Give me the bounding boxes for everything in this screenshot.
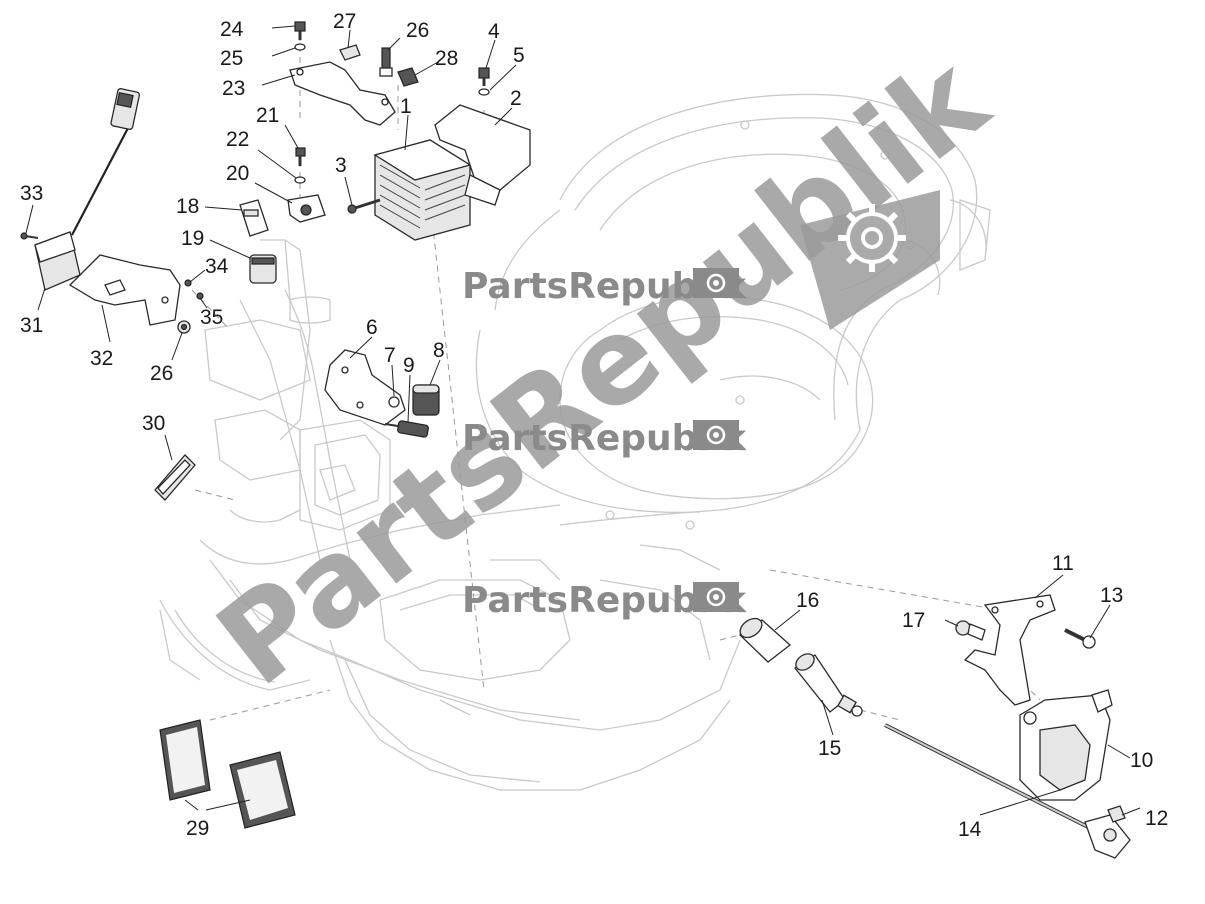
watermark-banner-3: PartsRepublik (462, 580, 747, 621)
callout-24: 24 (220, 18, 244, 41)
part-regulator-bracket[interactable] (434, 104, 531, 206)
callout-33: 33 (20, 182, 43, 205)
part-bolt-24[interactable] (294, 21, 306, 40)
callout-26-top: 26 (406, 19, 429, 42)
callout-20: 20 (226, 162, 249, 185)
part-bolt-9[interactable] (384, 420, 429, 438)
callout-26-bottom: 26 (150, 362, 173, 385)
part-nut-12[interactable] (1107, 805, 1126, 823)
callout-23: 23 (222, 77, 245, 100)
part-washer-5[interactable] (478, 88, 490, 96)
callout-28: 28 (435, 47, 458, 70)
callout-11: 11 (1052, 552, 1074, 575)
watermark-gear-badge (800, 190, 940, 330)
callout-32: 32 (90, 347, 113, 370)
part-sleeve-16[interactable] (737, 615, 792, 663)
callout-7: 7 (384, 344, 396, 367)
part-pad-29-right[interactable] (229, 751, 296, 829)
part-screw-3[interactable] (347, 198, 381, 214)
callout-31: 31 (20, 314, 43, 337)
scooter-frame-outline (159, 93, 991, 791)
part-bracket-plate-23[interactable] (289, 61, 396, 126)
gear-icon (706, 425, 726, 445)
part-clip-27[interactable] (339, 44, 361, 61)
part-sensor-31[interactable] (34, 88, 141, 291)
callout-22: 22 (226, 128, 249, 151)
callout-8: 8 (433, 339, 445, 362)
part-bolt-13[interactable] (1064, 628, 1096, 649)
callout-21: 21 (256, 104, 279, 127)
gear-icon (706, 273, 726, 293)
callout-3: 3 (335, 154, 347, 177)
callout-19: 19 (181, 227, 204, 250)
part-screw-21[interactable] (295, 147, 306, 166)
part-buffer-8[interactable] (412, 384, 440, 416)
part-rod-14[interactable] (884, 723, 1131, 859)
part-bracket-6[interactable] (324, 349, 406, 426)
part-bushing-15[interactable] (793, 651, 863, 717)
part-relay-19[interactable] (249, 254, 277, 284)
callout-15: 15 (818, 737, 841, 760)
callout-27: 27 (333, 10, 356, 33)
part-clamp-20[interactable] (287, 194, 326, 223)
part-clip-28[interactable] (397, 67, 419, 87)
callout-25: 25 (220, 47, 243, 70)
part-washer-22[interactable] (294, 176, 306, 184)
callout-10: 10 (1130, 749, 1153, 772)
part-washer-7[interactable] (388, 396, 400, 408)
part-nut-34[interactable] (184, 279, 192, 287)
callout-17: 17 (902, 609, 925, 632)
gear-icon (838, 204, 906, 272)
part-connector-18[interactable] (239, 199, 269, 237)
callout-12: 12 (1145, 807, 1168, 830)
part-pad-29-left[interactable] (159, 719, 211, 801)
part-pin-26-top[interactable] (379, 47, 393, 77)
leader-lines (25, 25, 1141, 816)
callout-34: 34 (205, 255, 229, 278)
watermark-banner-1: PartsRepublik (462, 266, 747, 307)
part-bracket-11[interactable] (963, 594, 1056, 706)
callout-30: 30 (142, 412, 165, 435)
part-reflector-30[interactable] (154, 454, 196, 501)
callout-35: 35 (200, 306, 223, 329)
callout-18: 18 (176, 195, 199, 218)
callout-14: 14 (958, 818, 982, 841)
part-bolt-4[interactable] (478, 67, 490, 86)
callout-6: 6 (366, 316, 378, 339)
callout-16: 16 (796, 589, 819, 612)
part-fitting-17[interactable] (955, 620, 986, 641)
part-voltage-regulator[interactable] (373, 139, 472, 241)
callout-29: 29 (186, 817, 209, 840)
callout-13: 13 (1100, 584, 1123, 607)
part-fastener-26[interactable] (177, 320, 191, 334)
part-housing-10[interactable] (1019, 689, 1113, 801)
part-screw-35[interactable] (196, 292, 204, 300)
part-washer-25[interactable] (294, 43, 306, 51)
callout-5: 5 (513, 44, 525, 67)
gear-icon (706, 587, 726, 607)
callout-4: 4 (488, 20, 500, 43)
callout-2: 2 (510, 87, 522, 110)
part-screw-33[interactable] (20, 232, 39, 240)
callout-1: 1 (400, 95, 412, 118)
callout-9: 9 (403, 354, 415, 377)
watermark-banner-2: PartsRepublik (462, 418, 747, 459)
callout-labels: 1 2 3 4 5 6 7 8 9 10 11 12 13 14 15 16 1… (20, 10, 1168, 841)
part-bracket-32[interactable] (68, 254, 181, 326)
